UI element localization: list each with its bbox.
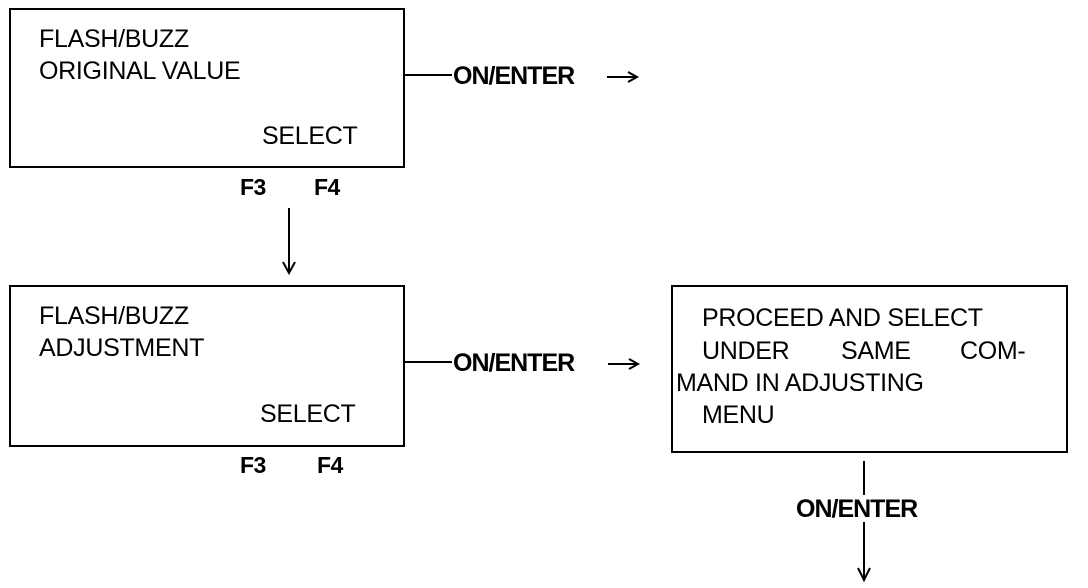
lcd-screen-original-value: FLASH/BUZZ ORIGINAL VALUE SELECT (9, 8, 405, 168)
on-enter-label: ON/ENTER (796, 495, 918, 523)
select-softkey-label: SELECT (260, 400, 356, 428)
f4-key-label[interactable]: F4 (314, 174, 340, 200)
f3-key-label[interactable]: F3 (240, 174, 266, 200)
screen-line-2: ADJUSTMENT (39, 334, 205, 362)
arrow-right-icon (607, 71, 640, 83)
select-softkey-label: SELECT (262, 122, 358, 150)
arrow-down-icon (282, 208, 296, 276)
screen-line-2c: COM- (960, 337, 1026, 365)
f4-key-label[interactable]: F4 (317, 452, 343, 478)
screen-line-2a: UNDER (702, 337, 790, 365)
screen-line-2b: SAME (841, 337, 911, 365)
lcd-screen-proceed: PROCEED AND SELECT UNDER SAME COM- MAND … (671, 285, 1068, 453)
screen-line-1: FLASH/BUZZ (39, 25, 189, 53)
screen-line-3: MAND IN ADJUSTING (676, 369, 924, 397)
screen-line-1: FLASH/BUZZ (39, 302, 189, 330)
arrow-down-icon (857, 522, 871, 583)
on-enter-label: ON/ENTER (453, 62, 575, 90)
screen-line-2: ORIGINAL VALUE (39, 57, 241, 85)
screen-line-1: PROCEED AND SELECT (702, 304, 983, 332)
screen-line-4: MENU (702, 401, 775, 429)
arrow-right-icon (608, 358, 641, 370)
lcd-screen-adjustment: FLASH/BUZZ ADJUSTMENT SELECT (9, 285, 405, 447)
f3-key-label[interactable]: F3 (240, 452, 266, 478)
on-enter-label: ON/ENTER (453, 349, 575, 377)
